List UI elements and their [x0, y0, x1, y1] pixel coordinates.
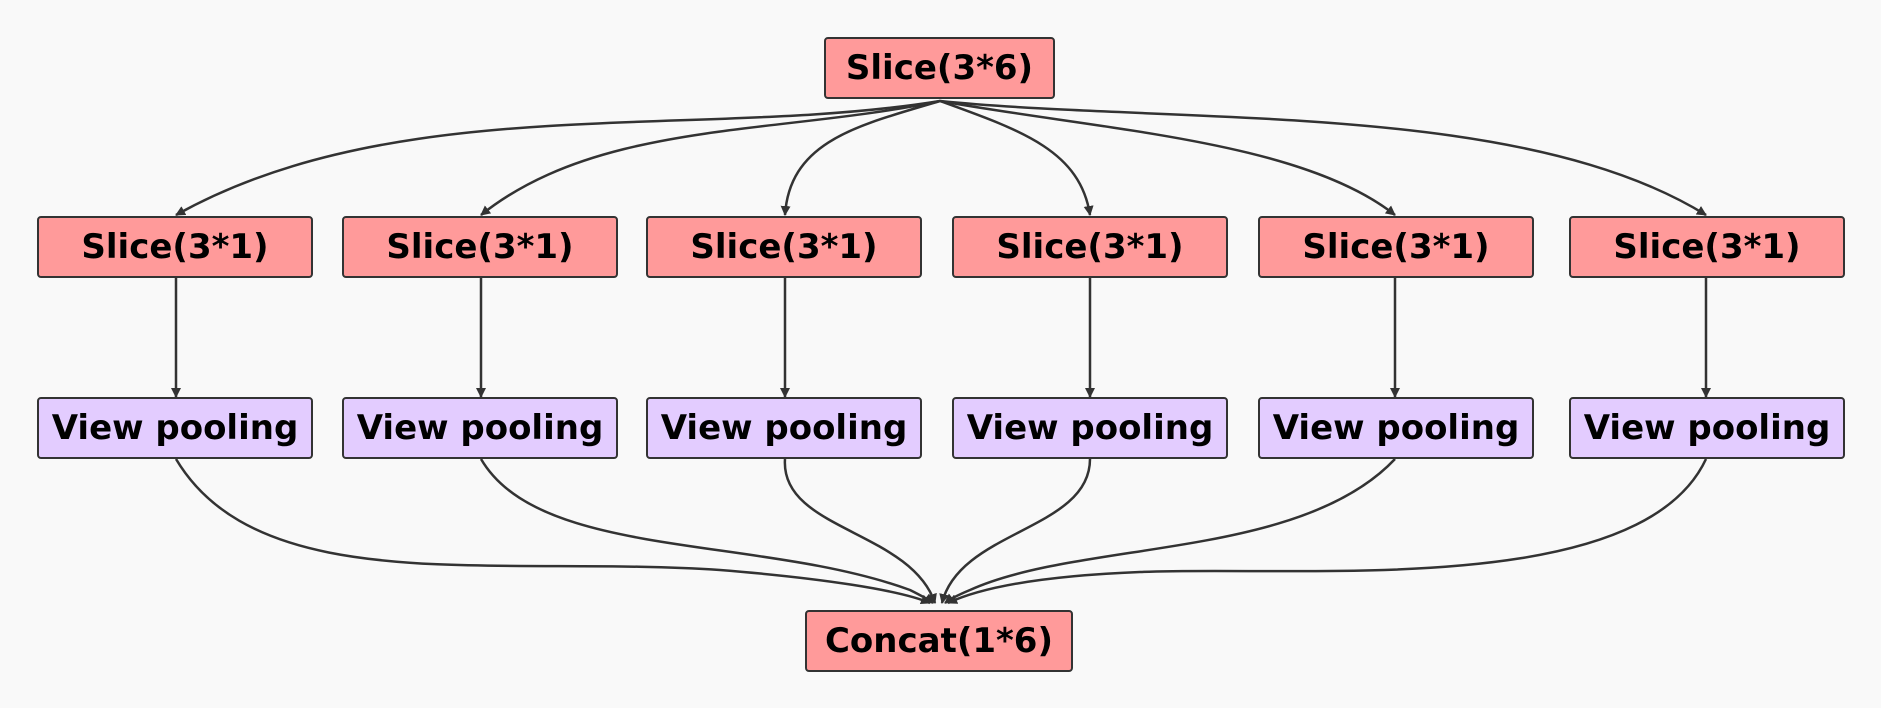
- edge-pooling-2-to-concat: [479, 458, 934, 604]
- view-pooling-node-6: View pooling: [1569, 397, 1845, 459]
- slice-3x1-node-5: Slice(3*1): [1258, 216, 1534, 278]
- concat-1x6-node: Concat(1*6): [805, 610, 1073, 672]
- concat-1x6-label: Concat(1*6): [824, 621, 1054, 661]
- view-pooling-node-4: View pooling: [952, 397, 1228, 459]
- slice-3x1-node-6: Slice(3*1): [1569, 216, 1845, 278]
- view-pooling-node-1: View pooling: [37, 397, 313, 459]
- slice-3x1-label: Slice(3*1): [81, 227, 269, 267]
- view-pooling-node-3: View pooling: [646, 397, 922, 459]
- slice-3x1-label: Slice(3*1): [690, 227, 878, 267]
- slice-3x1-node-3: Slice(3*1): [646, 216, 922, 278]
- edge-pooling-5-to-concat: [944, 458, 1396, 604]
- edge-top-to-slice-4: [939, 99, 1094, 216]
- slice-3x1-node-4: Slice(3*1): [952, 216, 1228, 278]
- slice-3x6-node: Slice(3*6): [824, 37, 1055, 99]
- view-pooling-label: View pooling: [966, 408, 1214, 448]
- edge-top-to-slice-2: [480, 99, 941, 216]
- slice-3x1-label: Slice(3*1): [996, 227, 1184, 267]
- view-pooling-label: View pooling: [51, 408, 299, 448]
- slice-3x1-node-1: Slice(3*1): [37, 216, 313, 278]
- edge-top-to-slice-3: [780, 99, 941, 216]
- view-pooling-label: View pooling: [1583, 408, 1831, 448]
- edge-pooling-4-to-concat: [939, 458, 1092, 604]
- view-pooling-label: View pooling: [356, 408, 604, 448]
- view-pooling-label: View pooling: [660, 408, 908, 448]
- slice-3x1-node-2: Slice(3*1): [342, 216, 618, 278]
- slice-3x1-label: Slice(3*1): [386, 227, 574, 267]
- view-pooling-label: View pooling: [1272, 408, 1520, 448]
- edge-pooling-1-to-concat: [174, 458, 931, 605]
- slice-3x6-label: Slice(3*6): [845, 48, 1034, 88]
- slice-3x1-label: Slice(3*1): [1302, 227, 1490, 267]
- edge-pooling-3-to-concat: [783, 458, 937, 604]
- edge-pooling-6-to-concat: [947, 458, 1708, 605]
- edge-top-to-slice-5: [939, 99, 1396, 216]
- view-pooling-node-2: View pooling: [342, 397, 618, 459]
- edge-top-to-slice-1: [175, 99, 941, 217]
- edge-top-to-slice-6: [939, 99, 1707, 217]
- view-pooling-node-5: View pooling: [1258, 397, 1534, 459]
- slice-3x1-label: Slice(3*1): [1613, 227, 1801, 267]
